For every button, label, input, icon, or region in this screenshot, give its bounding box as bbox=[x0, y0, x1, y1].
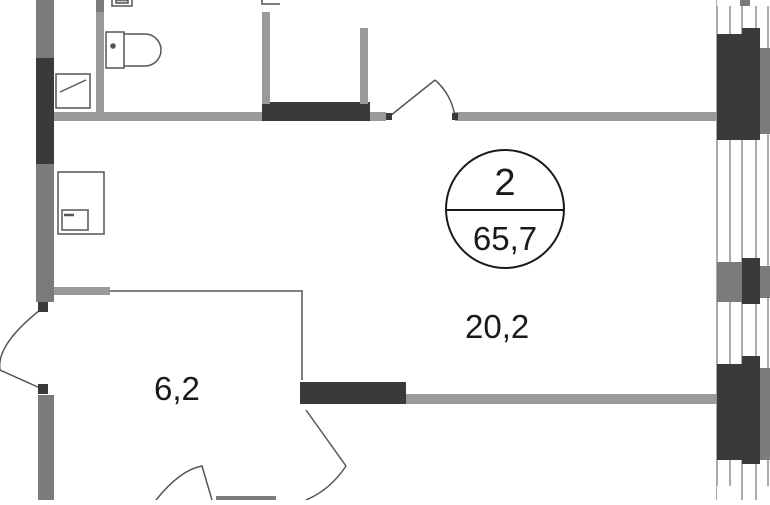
wall-stub bbox=[96, 0, 104, 12]
closet-door-hint bbox=[261, 0, 280, 5]
wc-partition-wall bbox=[96, 12, 104, 112]
bathroom-door bbox=[305, 409, 347, 501]
washing-machine bbox=[55, 73, 91, 109]
apartment-badge bbox=[445, 149, 565, 269]
bathroom-area: 6,2 bbox=[154, 370, 200, 407]
room-count: 2 bbox=[494, 162, 516, 204]
kitchen-sink bbox=[57, 171, 105, 235]
closet-wall-right bbox=[360, 28, 368, 104]
right-facade-windows bbox=[716, 0, 770, 500]
toilet bbox=[105, 31, 162, 69]
bottom-door bbox=[155, 465, 276, 501]
left-outer-wall bbox=[36, 0, 54, 500]
living-room-area: 20,2 bbox=[465, 308, 530, 345]
corridor-door bbox=[386, 79, 458, 120]
closet-wall-left bbox=[262, 12, 270, 104]
total-area: 65,7 bbox=[472, 220, 538, 257]
corridor-top-wall bbox=[54, 102, 717, 121]
bathroom-walls bbox=[54, 287, 718, 404]
wc-fixture-top bbox=[111, 0, 133, 7]
entrance-door-left bbox=[0, 302, 48, 394]
